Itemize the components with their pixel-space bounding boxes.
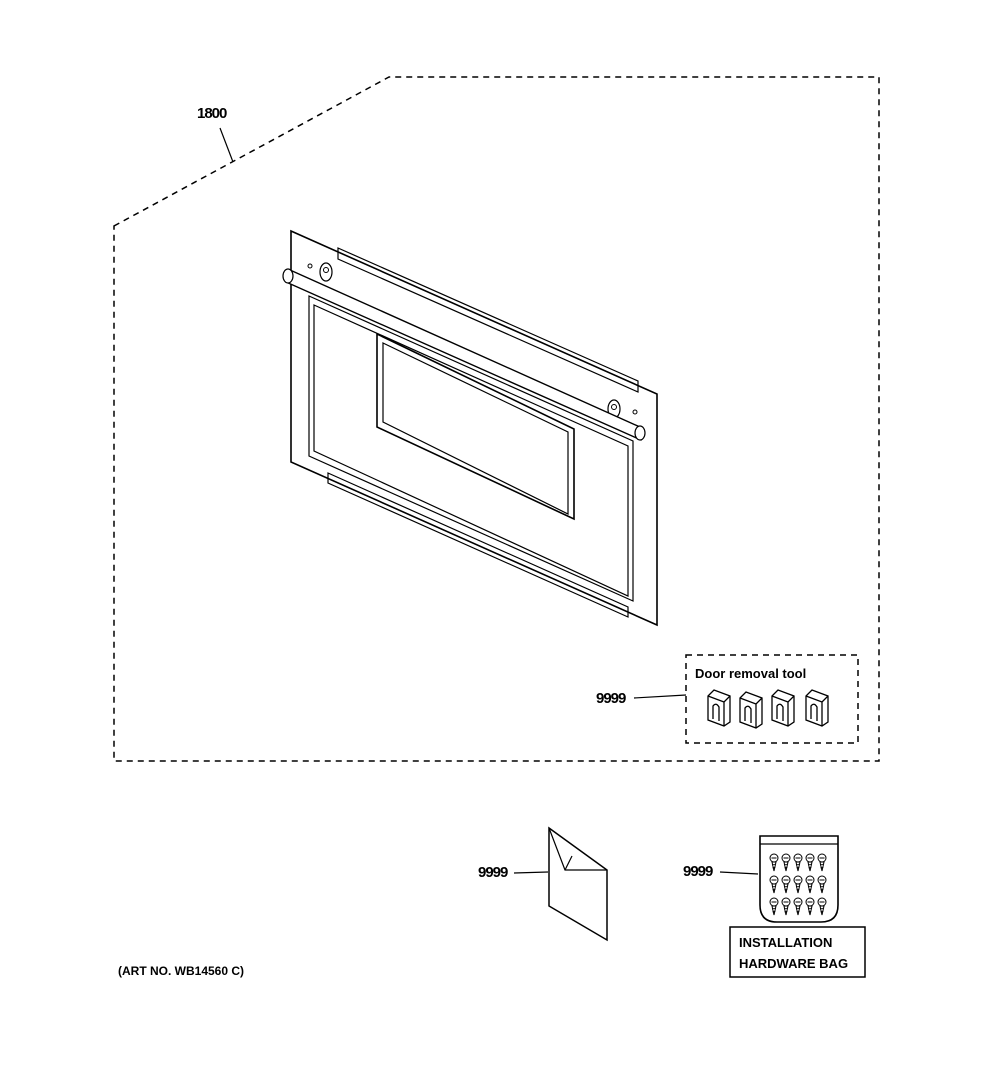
screw-icon <box>793 853 803 872</box>
door-screw-top <box>307 263 313 269</box>
callout-hardware[interactable]: 9999 <box>683 863 714 880</box>
screw-icon <box>769 875 779 894</box>
door-removal-tools[interactable] <box>707 689 829 729</box>
handle-standoff-left <box>319 262 333 282</box>
hardware-screws <box>769 853 827 916</box>
hardware-bag[interactable] <box>759 835 839 923</box>
door-handle <box>282 268 646 441</box>
door-bottom-edge <box>327 472 629 618</box>
screw-icon <box>793 875 803 894</box>
callout-door-tool-leader <box>633 694 687 699</box>
door-inner-panel-bevel <box>313 304 629 597</box>
literature-envelope[interactable] <box>548 826 608 942</box>
door-back-edge <box>337 247 639 393</box>
art-number: (ART NO. WB14560 C) <box>118 964 244 978</box>
screw-icon <box>805 897 815 916</box>
screw-icon <box>769 897 779 916</box>
door-outer-frame <box>290 229 658 627</box>
door-tool-title: Door removal tool <box>695 666 806 681</box>
hardware-bag-label-line1: INSTALLATION <box>739 935 832 950</box>
screw-icon <box>805 853 815 872</box>
callout-1800[interactable]: 1800 <box>197 105 228 122</box>
oven-door[interactable] <box>282 229 658 627</box>
screw-icon <box>793 897 803 916</box>
hardware-bag-label-line2: HARDWARE BAG <box>739 956 848 971</box>
screw-icon <box>805 875 815 894</box>
door-screw-right <box>632 409 638 415</box>
door-tool-clip-4 <box>805 689 829 727</box>
door-inner-panel <box>308 295 634 602</box>
door-tool-clip-3 <box>771 689 795 727</box>
callout-door-tool[interactable]: 9999 <box>596 690 627 707</box>
callout-literature-leader <box>513 871 549 874</box>
screw-icon <box>817 853 827 872</box>
screw-icon <box>817 897 827 916</box>
callout-1800-leader <box>219 127 234 163</box>
door-tool-box <box>685 654 859 744</box>
callout-hardware-leader <box>719 871 759 875</box>
door-tool-clip-2 <box>739 691 763 729</box>
screw-icon <box>781 853 791 872</box>
screw-icon <box>769 853 779 872</box>
screw-icon <box>817 875 827 894</box>
door-window <box>376 332 575 521</box>
hardware-bag-label-box <box>729 926 866 978</box>
door-window-inner <box>382 342 569 515</box>
callout-literature[interactable]: 9999 <box>478 864 509 881</box>
screw-icon <box>781 875 791 894</box>
assembly-boundary <box>113 76 880 762</box>
screw-icon <box>781 897 791 916</box>
door-tool-clip-1 <box>707 689 731 727</box>
